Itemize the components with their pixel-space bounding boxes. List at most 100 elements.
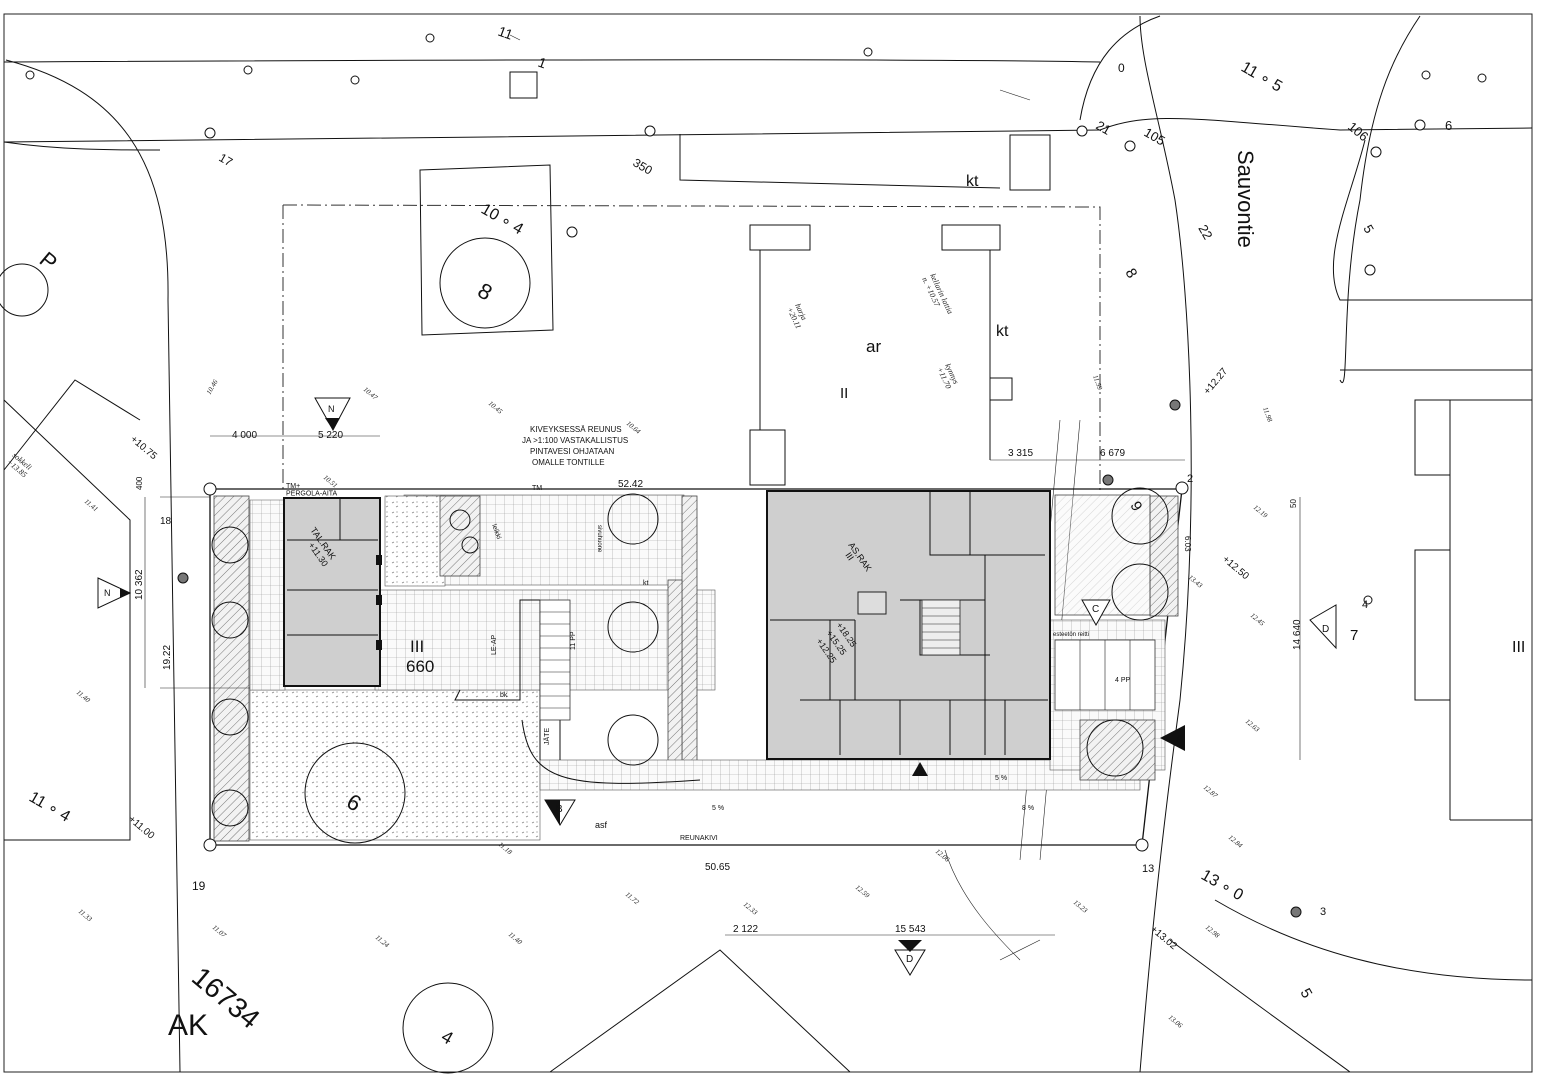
label-11-4: 11 ∘ 4 — [26, 789, 73, 826]
survey-points — [25, 33, 1487, 918]
trees — [0, 237, 1169, 1074]
section-markers: A B C D D N N — [97, 397, 1337, 976]
leap-label: LE-AP — [491, 634, 498, 655]
section-marker-d1: D — [1309, 604, 1337, 650]
spot-1219: 12.19 — [1252, 503, 1270, 520]
north-marker-2: N — [97, 577, 132, 609]
spot-1045: 10.45 — [487, 399, 505, 416]
label-13-0: 13 ∘ 0 — [1198, 867, 1246, 905]
kynnys-text: kynnys+11.70 — [935, 362, 961, 390]
parcel-19: 19 — [192, 879, 206, 893]
dim-15543: 15 543 — [895, 924, 926, 935]
svg-text:D: D — [1322, 624, 1329, 635]
parking-stalls — [539, 599, 1156, 721]
parcel-8: 8 — [474, 278, 497, 306]
svg-text:N: N — [328, 404, 335, 414]
svg-text:B: B — [556, 804, 563, 815]
pergola-label: TM+PERGOLA-AITA — [286, 483, 338, 498]
spot-1343: 13.43 — [1187, 573, 1205, 590]
kt-mid: kt — [996, 323, 1009, 340]
parcel-13: 13 — [1142, 863, 1154, 875]
parcel-0: 0 — [1118, 61, 1125, 75]
section-marker-c: C — [1081, 599, 1111, 627]
elev-1302: +13.02 — [1148, 924, 1179, 953]
elev-1100: +11.00 — [126, 814, 156, 842]
spot-1233: 12.33 — [742, 900, 760, 917]
parcel-2: 2 — [1187, 473, 1193, 485]
parcel-106: 106 — [1345, 119, 1371, 144]
esteeton-label: esteetön reitti — [1053, 632, 1089, 638]
north-marker-1: N — [314, 397, 351, 432]
kellarin-text: kellarin lattian. +10.57 — [920, 272, 955, 319]
sivuhuone-label: sivuhuone — [596, 525, 602, 553]
dim-4000: 4 000 — [232, 430, 257, 441]
spot-1064: 10.64 — [625, 419, 643, 436]
spot-1306: 13.06 — [1167, 1013, 1185, 1030]
sokkeli-text: sokkeli+13.85 — [5, 451, 34, 480]
neighbour-label: ar — [866, 337, 881, 356]
dim-50: 50 — [1289, 499, 1298, 508]
drawing-frame — [3, 13, 1533, 1073]
dim-3315: 3 315 — [1008, 448, 1033, 459]
spot-1124: 11.24 — [374, 933, 391, 949]
elev-1250: +12.50 — [1220, 554, 1251, 583]
spot-1141: 11.41 — [83, 497, 100, 513]
spot-1047: 10.47 — [362, 385, 380, 402]
parcel-4: 4 — [1362, 599, 1368, 611]
label-11-5: 11 ∘ 5 — [1238, 59, 1285, 96]
svg-text:C: C — [1092, 604, 1099, 615]
spot-1245: 12.45 — [1249, 611, 1267, 628]
pp4-label: 4 PP — [1115, 677, 1131, 684]
parking-label: P — [35, 247, 62, 276]
spot-1133: 11.33 — [77, 907, 94, 923]
spot-1323: 13.23 — [1072, 898, 1090, 915]
note-line-1: KIVEYKSESSÄ REUNUS — [530, 425, 622, 434]
dim-18: 18 — [160, 516, 172, 527]
iii-right: III — [1512, 639, 1525, 656]
dim-2122: 2 122 — [733, 924, 758, 935]
neighbour-floors: II — [840, 385, 848, 402]
section-marker-a: A — [1160, 725, 1185, 751]
tm-label: TM — [532, 485, 542, 492]
pp11-label: 11 PP — [570, 631, 577, 650]
jate-label: JÄTE — [543, 728, 551, 745]
svg-text:A: A — [1176, 733, 1184, 745]
dim-400: 400 — [135, 476, 144, 490]
slope-2: 5 % — [995, 775, 1007, 782]
parcel-17: 17 — [217, 150, 236, 169]
reunakivi-label: REUNAKIVI — [680, 835, 718, 842]
kt-label: kt — [643, 580, 649, 587]
parcel-7: 7 — [1350, 627, 1358, 644]
elev-1075: +10.75 — [128, 434, 159, 463]
spot-1198: 11.98 — [1261, 406, 1274, 424]
side-building — [283, 497, 382, 687]
spot-1051: 10.51 — [322, 473, 339, 489]
block-use: AK — [168, 1009, 208, 1042]
parcel-11: 11 — [496, 23, 515, 43]
dim-10362: 10 362 — [134, 569, 145, 600]
parcel-22: 22 — [1195, 222, 1215, 242]
slope-1: 5 % — [712, 805, 724, 812]
parcel-6: 6 — [1445, 118, 1452, 133]
note-line-3: PINTAVESI OHJATAAN — [530, 447, 615, 456]
spot-1140b: 11.40 — [507, 930, 524, 946]
spot-1107: 11.07 — [211, 923, 228, 939]
side-top: 52.42 — [618, 479, 643, 490]
svg-text:D: D — [906, 954, 913, 965]
spot-1298: 12.98 — [1204, 923, 1222, 940]
parcel-5: 5 — [1360, 222, 1377, 236]
slope-3: 8 % — [1022, 805, 1034, 812]
plot-floors: III — [410, 637, 424, 656]
dim-6679: 6 679 — [1100, 448, 1125, 459]
street-name: Sauvontie — [1233, 150, 1258, 248]
parcel-350: 350 — [631, 155, 656, 177]
spot-1284: 12.84 — [1227, 833, 1245, 850]
parcel-3: 3 — [1320, 906, 1326, 918]
dim-5220: 5 220 — [318, 430, 343, 441]
side-left: 19.22 — [162, 645, 173, 670]
plot-boundary-old — [282, 204, 1101, 490]
note-line-2: JA >1:100 VASTAKALLISTUS — [522, 436, 628, 445]
label-10-4: 10 ∘ 4 — [478, 201, 526, 239]
parcel-5b: 5 — [1297, 986, 1316, 1002]
spot-1287: 12.87 — [1202, 783, 1220, 800]
